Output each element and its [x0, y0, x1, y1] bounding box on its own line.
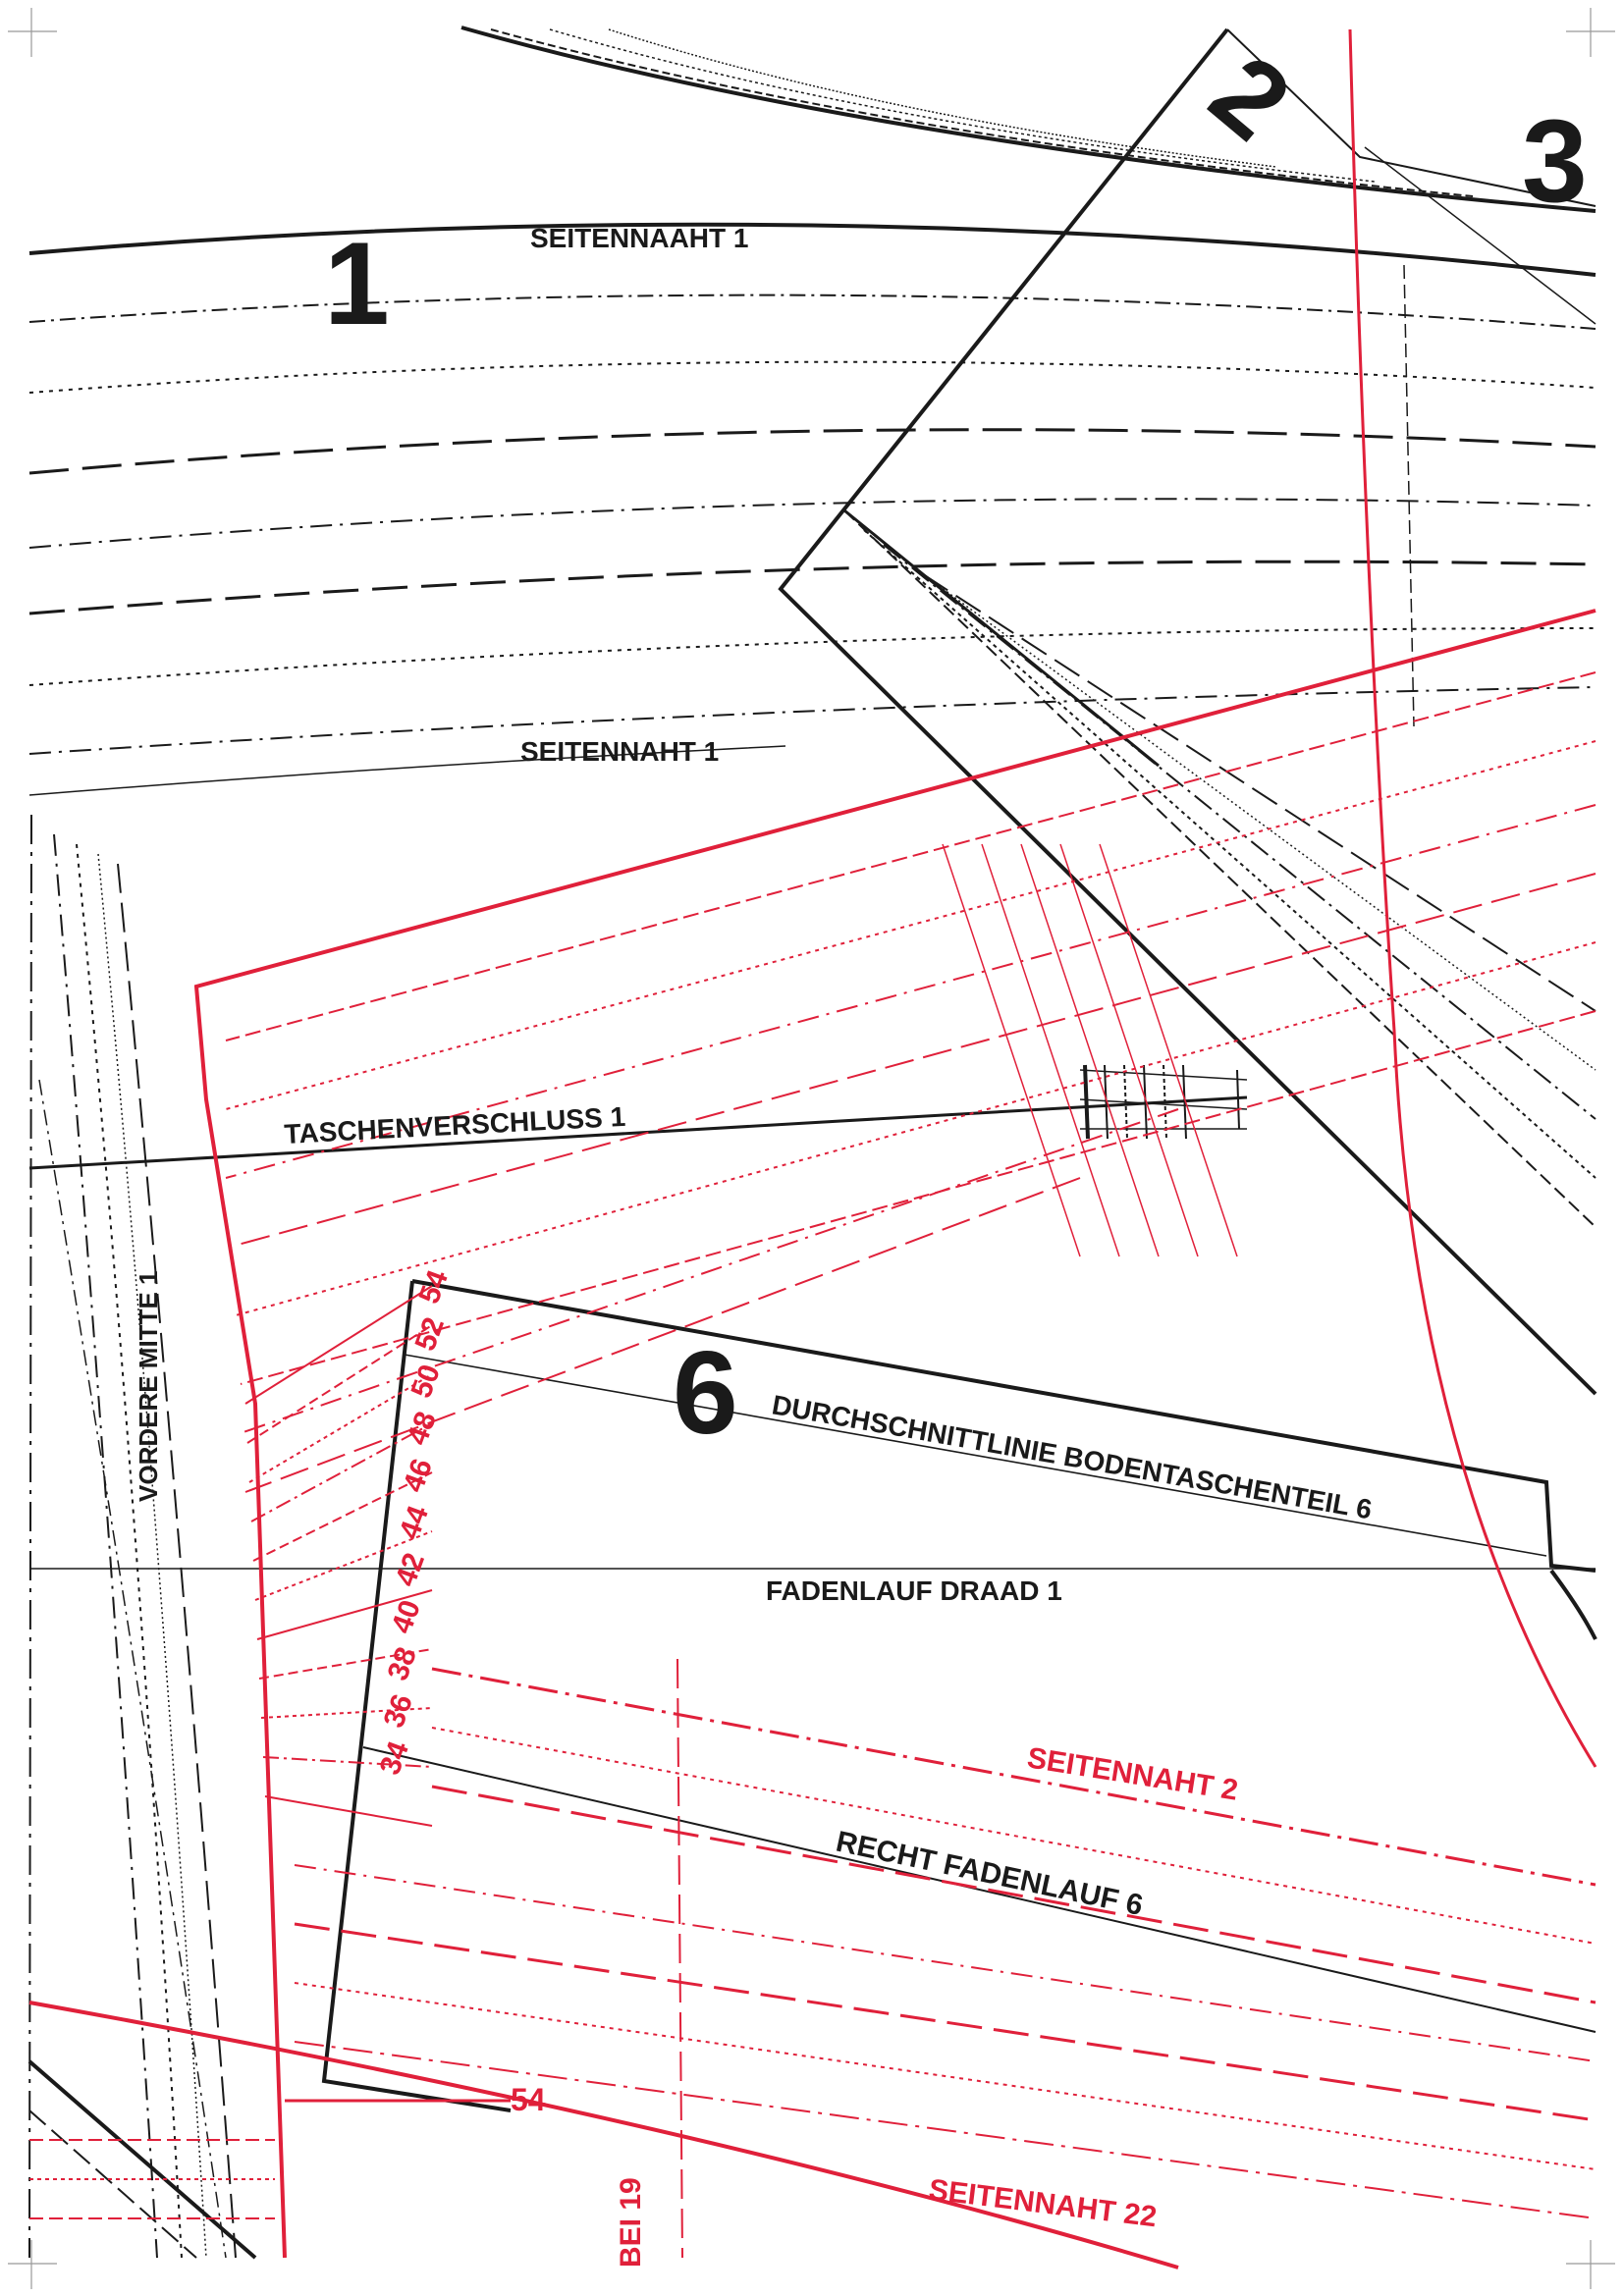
label-seitennaht-1-top: SEITENNAAHT 1	[530, 223, 748, 253]
size-label-44: 44	[394, 1501, 436, 1543]
label-fadenlauf-1: FADENLAUF DRAAD 1	[766, 1575, 1062, 1606]
crop-marks	[8, 8, 1615, 2289]
label-vordere-mitte: VORDERE MITTE 1	[134, 1271, 163, 1502]
size-label-38: 38	[382, 1643, 423, 1685]
label-seitennaht-2: SEITENNAHT 2	[1025, 1741, 1240, 1806]
piece-number-1: 1	[324, 218, 390, 349]
red-pocket-lines	[28, 28, 1597, 2269]
size-label-52: 52	[409, 1313, 451, 1356]
size-label-54: 54	[413, 1265, 456, 1308]
piece-2-outline	[778, 27, 1597, 1396]
label-bei-19: BEI 19	[615, 2177, 647, 2268]
size-label-34: 34	[374, 1736, 416, 1779]
piece-6-outline	[321, 1279, 1597, 2112]
size-label-48: 48	[402, 1408, 443, 1450]
piece-number-3: 3	[1522, 95, 1588, 227]
size-label-36: 36	[378, 1690, 419, 1733]
label-seitennaht-22: SEITENNAHT 22	[927, 2173, 1159, 2233]
label-durchschnittlinie: DURCHSCHNITTLINIE BODENTASCHENTEIL 6	[770, 1389, 1375, 1524]
size-label-50: 50	[406, 1361, 447, 1403]
label-seitennaht-1-mid: SEITENNAHT 1	[520, 736, 719, 767]
label-size-54-bottom: 54	[511, 2082, 546, 2117]
label-rechter-fadenlauf-6: RECHT FADENLAUF 6	[834, 1826, 1146, 1922]
size-label-42: 42	[390, 1549, 431, 1591]
size-label-46: 46	[398, 1455, 439, 1497]
piece-number-6: 6	[673, 1327, 738, 1459]
piece-1-lines	[27, 26, 1596, 2260]
